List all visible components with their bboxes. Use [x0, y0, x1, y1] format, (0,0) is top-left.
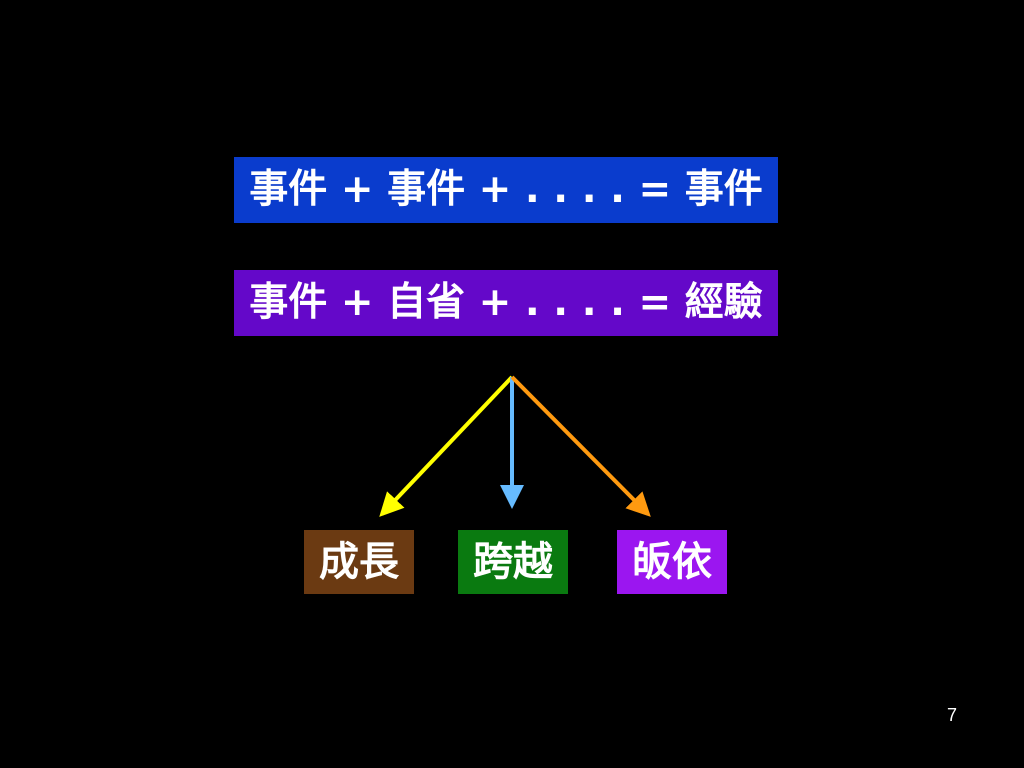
outcome-refuge: 皈依 — [617, 530, 727, 594]
equation-experience: 事件 + 自省 + . . . . = 經驗 — [234, 270, 778, 336]
outcome-transcend: 跨越 — [458, 530, 568, 594]
outcome-growth: 成長 — [304, 530, 414, 594]
equation-events: 事件 + 事件 + . . . . = 事件 — [234, 157, 778, 223]
arrow-to-refuge — [510, 375, 651, 517]
page-number: 7 — [947, 705, 958, 725]
arrow-to-growth — [379, 375, 514, 517]
